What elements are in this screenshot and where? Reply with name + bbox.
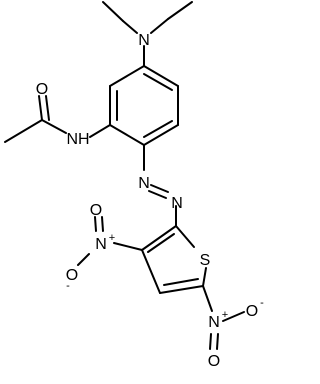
thio-bond-s-c5 — [202, 267, 207, 287]
bond-ethyl2-n-ch2 — [150, 18, 169, 34]
nitro1-oxygen-left-label: O — [66, 267, 78, 284]
bond-ring-nh — [89, 124, 111, 138]
nitro1-nitrogen-charge: + — [109, 232, 115, 244]
amine-nitrogen-label: N — [138, 32, 150, 49]
thiophene-sulfur-label: S — [200, 252, 211, 269]
ring-bond-3 — [109, 124, 145, 146]
thio-bond-c4-c3 — [141, 249, 161, 294]
bond-carbonyl-o-b — [45, 95, 50, 121]
nitro2-oxygen-right-label: O — [246, 303, 258, 320]
nitro1-oxygen-top-label: O — [90, 202, 102, 219]
bond-azo-double-b — [148, 190, 167, 199]
azo-nitrogen-2-label: N — [171, 195, 183, 212]
acetamide-bonds — [4, 95, 111, 143]
bond-nitro1-o-top-b — [101, 216, 104, 232]
thio-bond-c3-c2 — [141, 225, 177, 251]
nitro2-nitrogen-label: N — [208, 314, 220, 331]
bond-nitro1-o-left — [77, 253, 90, 266]
diethylamino-bonds — [102, 1, 193, 67]
azo-bonds — [143, 144, 177, 227]
bond-nitro1-o-top-a — [94, 216, 97, 232]
bond-ethyl2-ch2-ch3 — [167, 1, 193, 20]
thio-bond-c5-c4-inner — [163, 278, 199, 286]
bond-ethyl1-ch3-ch2 — [102, 1, 124, 22]
bond-nitro2-o-right — [222, 311, 245, 322]
bond-nh-carbonyl — [41, 119, 67, 134]
bond-azo-double-a — [150, 184, 169, 193]
bond-c5-nitro2 — [202, 285, 213, 312]
nitro1-bonds — [77, 216, 143, 266]
structure-canvas: N NH O N N S N + O O - N + O - O — [4, 1, 264, 370]
ring-bond-6 — [143, 65, 179, 87]
bond-c3-nitro1 — [113, 242, 143, 251]
benzene-ring — [109, 65, 179, 146]
nitro1-nitrogen-label: N — [95, 236, 107, 253]
ring-bond-6-inner — [143, 73, 173, 91]
nitro1-oxygen-charge: - — [66, 280, 70, 292]
nitro2-bonds — [202, 285, 245, 350]
nitro2-oxygen-charge: - — [260, 297, 264, 309]
bond-nitro2-o-bottom-b — [216, 333, 219, 350]
ring-bond-1 — [109, 65, 145, 87]
thio-bond-c5-c4 — [159, 285, 204, 294]
thio-bond-c2-s — [175, 225, 195, 248]
bond-carbonyl-methyl — [4, 119, 43, 143]
nitro2-oxygen-bottom-label: O — [208, 353, 220, 370]
chemical-structure: N NH O N N S N + O O - N + O - O — [4, 1, 264, 370]
ring-bond-4-inner — [143, 120, 173, 138]
nitro2-nitrogen-charge: + — [222, 309, 228, 321]
thio-bond-c3-c2-inner — [147, 233, 175, 253]
ring-bond-4 — [143, 124, 179, 146]
thiophene-ring — [141, 225, 207, 294]
bond-carbonyl-o-a — [38, 95, 43, 121]
azo-nitrogen-1-label: N — [138, 175, 150, 192]
bond-nitro2-o-bottom-a — [209, 333, 212, 350]
bond-ethyl1-ch2-n — [122, 20, 138, 34]
amide-nh-label: NH — [66, 131, 89, 148]
carbonyl-oxygen-label: O — [36, 81, 48, 98]
